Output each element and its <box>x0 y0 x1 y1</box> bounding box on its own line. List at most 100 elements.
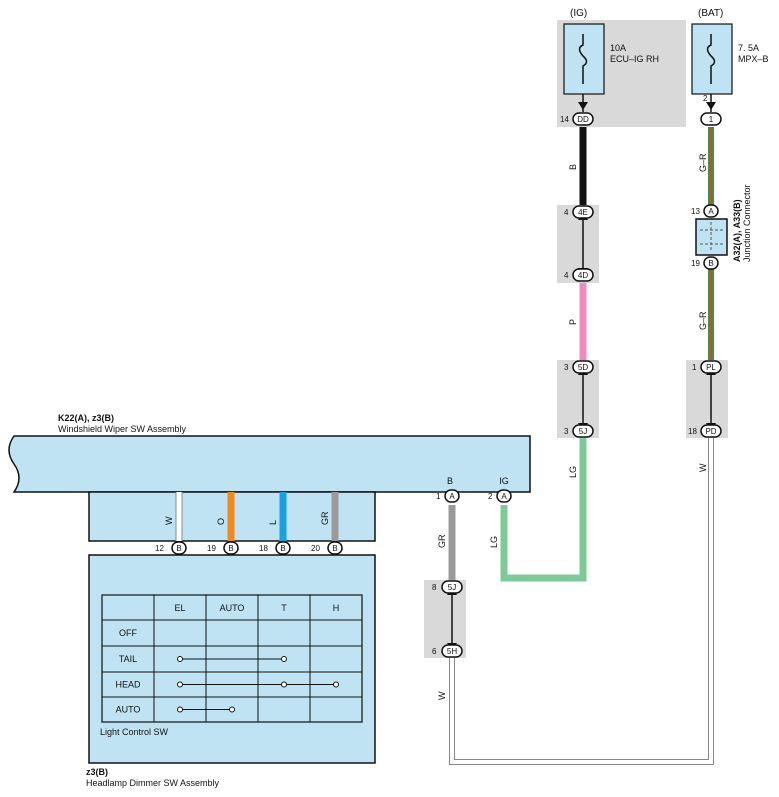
table-row-label: HEAD <box>115 680 141 690</box>
connector-5h: 5H 6 <box>432 644 463 658</box>
junction-title: A32(A), A33(B) <box>732 199 742 262</box>
svg-text:19: 19 <box>691 259 700 268</box>
svg-text:13: 13 <box>691 207 700 216</box>
bat-fuse-name: MPX–B <box>738 54 769 64</box>
wiper-wire-group: WB12ELOB19ALB18TGRB20H <box>155 492 346 595</box>
light-table-caption: Light Control SW <box>100 727 169 737</box>
ig-fuse-amp: 10A <box>610 43 626 53</box>
connector-4e: 4E 4 <box>564 205 594 219</box>
svg-text:PL: PL <box>706 363 716 372</box>
table-header: T <box>281 603 287 613</box>
arrow-bat <box>706 102 716 110</box>
connector-4d: 4D 4 <box>564 268 594 282</box>
svg-text:DD: DD <box>577 115 589 124</box>
bat-label: (BAT) <box>698 8 723 19</box>
wiper-term-b: B <box>447 476 453 486</box>
connector-b19: B 19 <box>691 256 719 270</box>
svg-text:18: 18 <box>259 544 268 553</box>
wire-lg <box>500 438 587 582</box>
svg-text:19: 19 <box>207 544 216 553</box>
table-row-label: TAIL <box>119 654 137 664</box>
label-wire-gr-a: G–R <box>698 153 708 172</box>
table-row-label: OFF <box>119 628 137 638</box>
label-wire-gr-left: GR <box>437 534 447 548</box>
svg-text:5J: 5J <box>448 583 456 592</box>
bat-fuse-icon <box>706 34 716 84</box>
svg-text:4: 4 <box>564 271 569 280</box>
table-header: EL <box>174 603 185 613</box>
svg-text:B: B <box>332 544 337 553</box>
dimmer-title: z3(B) <box>86 767 108 777</box>
svg-text:20: 20 <box>311 544 320 553</box>
wiper-wire-color-label: GR <box>320 511 330 525</box>
svg-text:A: A <box>708 207 714 216</box>
svg-text:A: A <box>501 492 507 501</box>
svg-text:B: B <box>176 544 181 553</box>
svg-text:8: 8 <box>432 583 437 592</box>
svg-text:PD: PD <box>705 427 716 436</box>
svg-text:B: B <box>228 544 233 553</box>
svg-text:5H: 5H <box>447 647 457 656</box>
label-wire-lg-left: LG <box>489 536 499 548</box>
svg-text:3: 3 <box>564 427 569 436</box>
ig-label: (IG) <box>570 8 587 19</box>
bat-fuse-amp: 7. 5A <box>738 43 759 53</box>
connector-wiper-19b: B 19 <box>207 541 239 555</box>
continuity-auto <box>177 706 235 713</box>
connector-dd: DD 14 <box>560 112 594 126</box>
wiper-term-ig: IG <box>499 476 509 486</box>
label-wire-w-bottom: W <box>437 691 447 700</box>
label-wire-b: B <box>568 164 578 170</box>
connector-a13: A 13 <box>691 204 719 218</box>
svg-text:4D: 4D <box>578 271 588 280</box>
svg-text:12: 12 <box>155 544 164 553</box>
wiper-wire-color-label: L <box>268 520 278 525</box>
label-wire-gr-b: G–R <box>698 311 708 330</box>
ig-fuse-icon <box>578 34 588 84</box>
connector-wiper-12b: B 12 <box>155 541 187 555</box>
connector-pd: PD 18 <box>688 424 722 438</box>
light-control-table: EL AUTO T H OFF TAIL HEAD AUTO <box>101 594 363 723</box>
label-wire-p: P <box>568 319 578 325</box>
svg-text:4E: 4E <box>578 208 588 217</box>
table-header: H <box>333 603 340 613</box>
connector-bat-1: 1 2 <box>700 94 722 126</box>
svg-text:4: 4 <box>564 208 569 217</box>
svg-text:B: B <box>708 259 713 268</box>
svg-text:5J: 5J <box>579 427 587 436</box>
wiper-assembly-body <box>8 435 531 493</box>
svg-text:2: 2 <box>488 492 493 501</box>
connector-5d: 5D 3 <box>564 360 594 374</box>
ig-fuse-body <box>563 23 605 95</box>
connector-pl: PL 1 <box>692 360 722 374</box>
wire-w-inner <box>450 438 713 764</box>
connector-wiper-2a: A 2 <box>488 489 512 503</box>
connector-5j-left: 5J 8 <box>432 580 463 594</box>
continuity-tail <box>177 656 287 662</box>
svg-text:3: 3 <box>564 363 569 372</box>
arrow-dd <box>578 102 588 110</box>
table-header: AUTO <box>220 603 245 613</box>
connector-5j-top: 5J 3 <box>564 424 594 438</box>
wiper-wire-color-label: O <box>216 518 226 525</box>
junction-sub: Junction Connector <box>742 184 752 262</box>
svg-text:A: A <box>449 492 455 501</box>
label-wire-w-right: W <box>698 463 708 472</box>
table-row-label: AUTO <box>116 705 141 715</box>
bat-fuse-body <box>691 23 733 95</box>
continuity-head <box>177 681 339 688</box>
dimmer-sub: Headlamp Dimmer SW Assembly <box>86 778 220 788</box>
svg-text:1: 1 <box>692 363 697 372</box>
svg-text:18: 18 <box>688 427 697 436</box>
wiper-wire-el: WB12EL <box>155 492 194 595</box>
wiper-wire-color-label: W <box>164 516 174 525</box>
svg-text:14: 14 <box>560 115 569 124</box>
junction-connector <box>695 218 728 256</box>
wiper-title: K22(A), z3(B) <box>58 413 114 423</box>
connector-wiper-20b: B 20 <box>311 541 343 555</box>
svg-text:2: 2 <box>703 94 708 103</box>
label-wire-lg-right: LG <box>568 466 578 478</box>
ig-fuse-name: ECU–IG RH <box>610 54 659 64</box>
connector-wiper-1a: A 1 <box>436 489 460 503</box>
